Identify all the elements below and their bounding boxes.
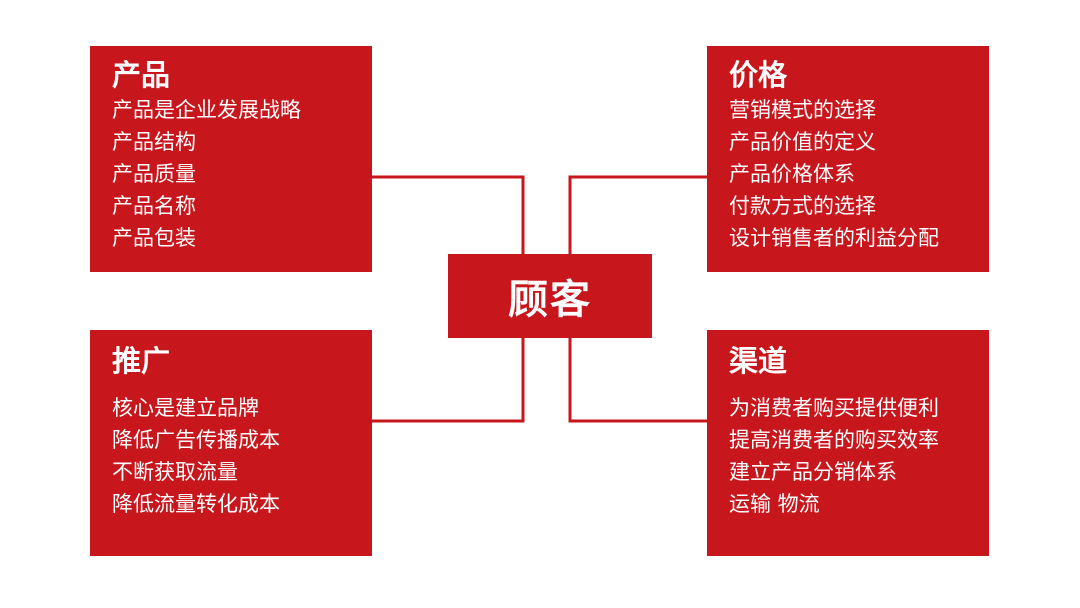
product-item: 产品包装 (112, 226, 196, 250)
price-item: 产品价格体系 (729, 162, 855, 186)
price-box: 价格 营销模式的选择 产品价值的定义 产品价格体系 付款方式的选择 设计销售者的… (707, 46, 989, 272)
product-box: 产品 产品是企业发展战略 产品结构 产品质量 产品名称 产品包装 (90, 46, 372, 272)
product-title: 产品 (112, 58, 171, 92)
price-title: 价格 (729, 58, 788, 92)
price-item: 付款方式的选择 (729, 194, 876, 218)
promotion-items: 核心是建立品牌 降低广告传播成本 不断获取流量 降低流量转化成本 (112, 392, 372, 520)
connector-channel-center (568, 338, 707, 423)
product-item: 产品是企业发展战略 (112, 98, 301, 122)
promotion-item: 降低流量转化成本 (112, 492, 280, 516)
product-items: 产品是企业发展战略 产品结构 产品质量 产品名称 产品包装 (112, 94, 372, 254)
promotion-title: 推广 (112, 344, 171, 378)
product-item: 产品质量 (112, 162, 196, 186)
promotion-item: 不断获取流量 (112, 460, 238, 484)
product-item: 产品结构 (112, 130, 196, 154)
price-items: 营销模式的选择 产品价值的定义 产品价格体系 付款方式的选择 设计销售者的利益分… (729, 94, 989, 254)
channel-item: 运输 物流 (729, 492, 820, 516)
product-item: 产品名称 (112, 194, 196, 218)
price-item: 产品价值的定义 (729, 130, 876, 154)
channel-box: 渠道 为消费者购买提供便利 提高消费者的购买效率 建立产品分销体系 运输 物流 (707, 330, 989, 556)
channel-item: 为消费者购买提供便利 (729, 396, 939, 420)
promotion-box: 推广 核心是建立品牌 降低广告传播成本 不断获取流量 降低流量转化成本 (90, 330, 372, 556)
channel-item: 建立产品分销体系 (729, 460, 897, 484)
price-item: 设计销售者的利益分配 (729, 226, 939, 250)
price-item: 营销模式的选择 (729, 98, 876, 122)
channel-items: 为消费者购买提供便利 提高消费者的购买效率 建立产品分销体系 运输 物流 (729, 392, 989, 520)
channel-title: 渠道 (729, 344, 788, 378)
promotion-item: 核心是建立品牌 (112, 396, 259, 420)
customer-center-box: 顾客 (448, 254, 652, 338)
customer-label: 顾客 (508, 277, 592, 323)
channel-item: 提高消费者的购买效率 (729, 428, 939, 452)
promotion-item: 降低广告传播成本 (112, 428, 280, 452)
connector-product-center (372, 175, 525, 254)
connector-price-center (568, 175, 707, 254)
connector-promotion-center (372, 338, 525, 423)
